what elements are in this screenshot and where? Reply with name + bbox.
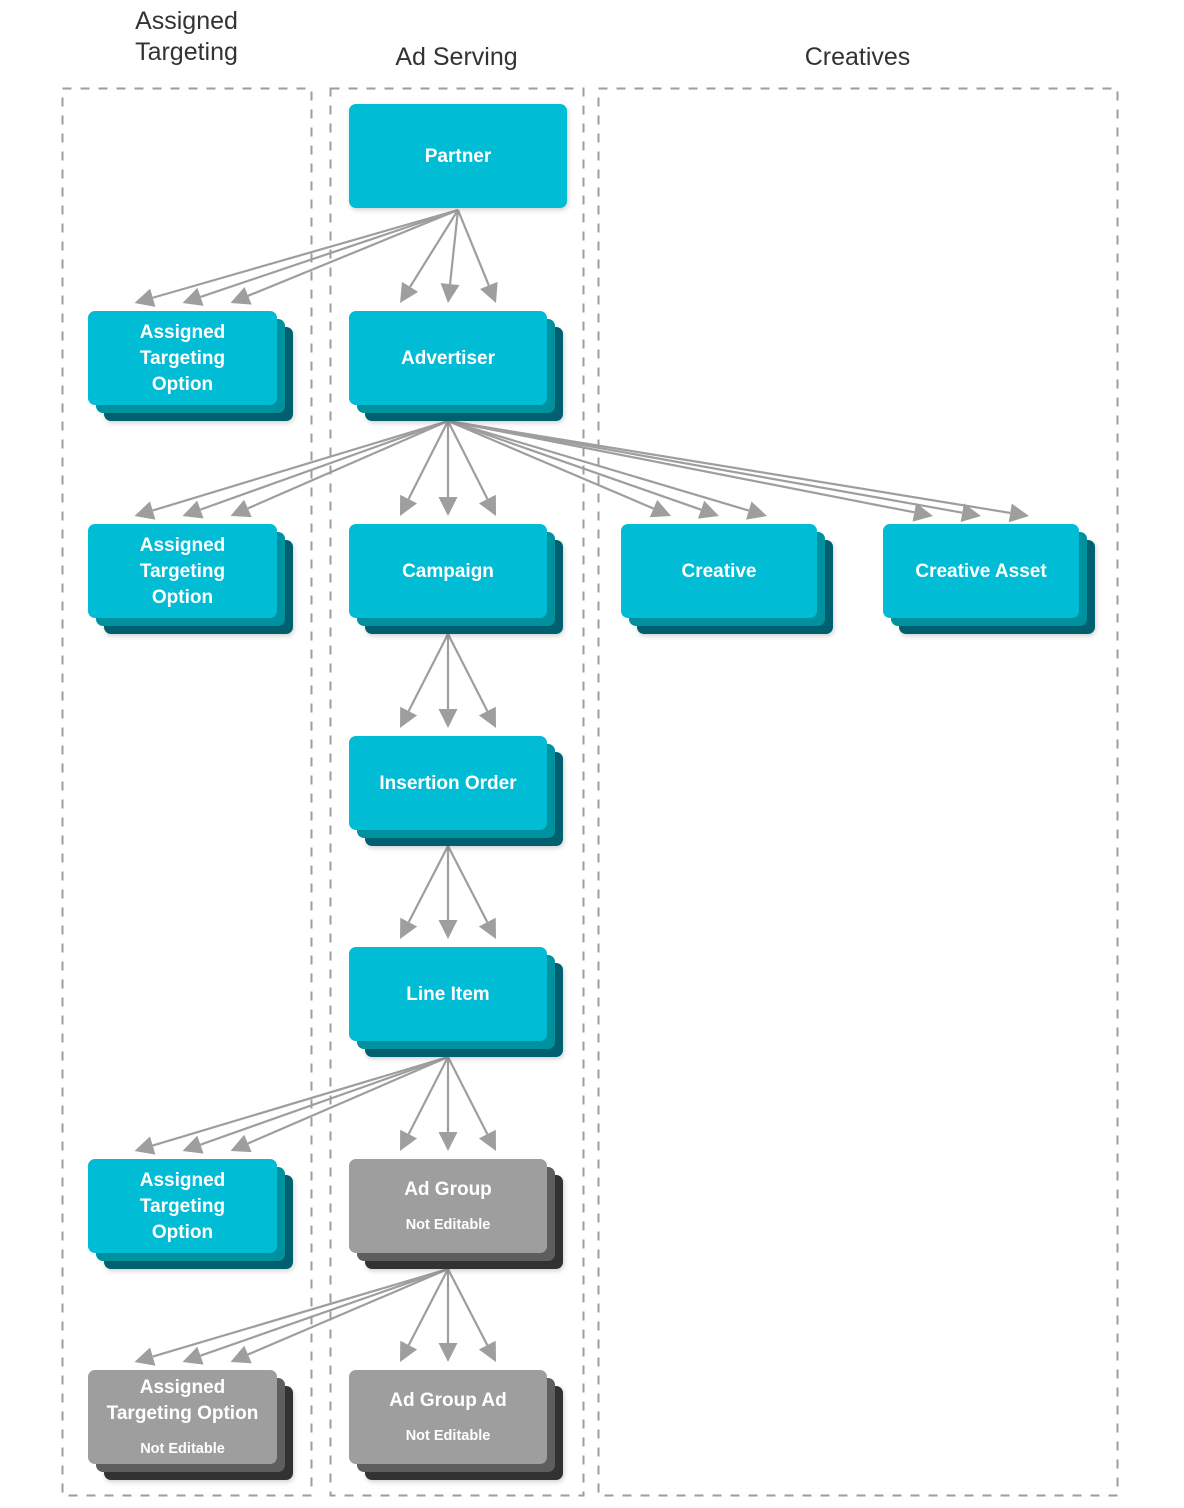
node-ad-group-card[interactable]	[349, 1159, 547, 1253]
edge-line-item-to-ad-group-1	[400, 1056, 449, 1151]
edge-partner-to-assigned-targeting-option-3	[230, 208, 459, 305]
edge-advertiser-to-creative-asset-3	[447, 419, 1029, 523]
node-creative-asset-card[interactable]	[883, 524, 1079, 618]
edge-insertion-order-to-line-item-2	[438, 846, 458, 939]
edge-advertiser-to-creative-1	[447, 419, 671, 518]
node-advertiser-card[interactable]	[349, 311, 547, 405]
node-partner-label: Partner	[425, 146, 492, 167]
edge-advertiser-to-assigned-targeting-option-2	[182, 419, 449, 519]
edge-ad-group-to-assigned-targeting-option-3	[230, 1267, 449, 1364]
node-advertiser-label: Advertiser	[401, 348, 496, 369]
node-campaign-card[interactable]	[349, 524, 547, 618]
column-title-ad-serving: Ad Serving	[395, 43, 518, 71]
node-creative-card[interactable]	[621, 524, 817, 618]
node-assigned-targeting-option-line-item-card[interactable]	[88, 1159, 277, 1253]
node-ad-group-ad-label: Ad Group Ad	[389, 1390, 507, 1411]
edge-advertiser-to-creative-asset-1	[447, 419, 933, 522]
node-assigned-targeting-option-partner-card[interactable]	[88, 311, 277, 405]
node-campaign[interactable]: Campaign	[349, 524, 563, 634]
node-ad-group-ad-card[interactable]	[349, 1370, 547, 1464]
edge-ad-group-to-assigned-targeting-option-1	[134, 1267, 449, 1366]
node-creative-asset[interactable]: Creative Asset	[883, 524, 1095, 634]
edge-advertiser-to-campaign-3	[447, 420, 496, 516]
column-title-creatives: Creatives	[804, 43, 911, 71]
node-assigned-targeting-option-advertiser-card[interactable]	[88, 524, 277, 618]
node-ad-group-label: Ad Group	[404, 1179, 492, 1200]
edge-advertiser-to-creative-3	[447, 419, 767, 520]
node-ad-group-ad-subtitle: Not Editable	[406, 1428, 491, 1444]
node-campaign-label: Campaign	[402, 561, 494, 582]
node-insertion-order-card[interactable]	[349, 736, 547, 830]
edge-advertiser-to-assigned-targeting-option-1	[134, 419, 449, 520]
column-title-assigned-targeting: Assigned Targeting	[135, 7, 238, 66]
edge-partner-to-assigned-targeting-option-1	[134, 208, 459, 307]
edge-partner-to-advertiser-1	[400, 209, 459, 303]
lane-ad-serving	[329, 87, 585, 1497]
edge-advertiser-to-creative-2	[447, 419, 719, 519]
edge-partner-to-advertiser-3	[456, 209, 498, 303]
lane-creatives	[597, 87, 1119, 1497]
edge-advertiser-to-creative-asset-2	[447, 419, 981, 523]
node-ad-group-ad[interactable]: Ad Group Ad Not Editable	[349, 1370, 563, 1480]
node-creative-label: Creative	[682, 561, 757, 582]
edge-campaign-to-insertion-order-3	[447, 633, 496, 728]
node-assigned-targeting-option-ad-group-card[interactable]	[88, 1370, 277, 1464]
node-line-item-card[interactable]	[349, 947, 547, 1041]
edge-advertiser-to-campaign-2	[438, 421, 458, 516]
edge-insertion-order-to-line-item-3	[447, 845, 496, 939]
node-insertion-order[interactable]: Insertion Order	[349, 736, 563, 846]
edge-advertiser-to-campaign-1	[400, 420, 449, 516]
edge-insertion-order-to-line-item-1	[400, 845, 449, 939]
edge-ad-group-to-ad-group-ad-3	[447, 1268, 496, 1362]
node-creative-asset-label: Creative Asset	[915, 561, 1047, 582]
node-assigned-targeting-option-ad-group-subtitle: Not Editable	[140, 1441, 225, 1457]
node-insertion-order-label: Insertion Order	[379, 773, 517, 794]
edge-ad-group-to-ad-group-ad-1	[400, 1268, 449, 1362]
edge-line-item-to-assigned-targeting-option-1	[134, 1055, 449, 1155]
node-creative[interactable]: Creative	[621, 524, 833, 634]
edge-ad-group-to-ad-group-ad-2	[438, 1269, 458, 1362]
node-partner-card[interactable]	[349, 104, 567, 208]
node-advertiser[interactable]: Advertiser	[349, 311, 563, 421]
edge-advertiser-to-assigned-targeting-option-3	[230, 419, 449, 518]
edges-layer	[134, 208, 1029, 1366]
edge-partner-to-assigned-targeting-option-2	[182, 208, 459, 306]
edge-partner-to-advertiser-2	[440, 209, 460, 303]
node-line-item-label: Line Item	[406, 984, 489, 1005]
node-line-item[interactable]: Line Item	[349, 947, 563, 1057]
edge-line-item-to-ad-group-3	[447, 1056, 496, 1151]
edge-line-item-to-assigned-targeting-option-2	[182, 1055, 449, 1154]
edge-line-item-to-assigned-targeting-option-3	[230, 1055, 449, 1153]
edge-campaign-to-insertion-order-2	[438, 634, 458, 728]
node-partner[interactable]: Partner	[349, 104, 567, 208]
lanes-layer	[61, 87, 1119, 1497]
node-ad-group-subtitle: Not Editable	[406, 1217, 491, 1233]
edge-ad-group-to-assigned-targeting-option-2	[182, 1267, 449, 1365]
edge-campaign-to-insertion-order-1	[400, 633, 449, 728]
edge-line-item-to-ad-group-2	[438, 1057, 458, 1151]
